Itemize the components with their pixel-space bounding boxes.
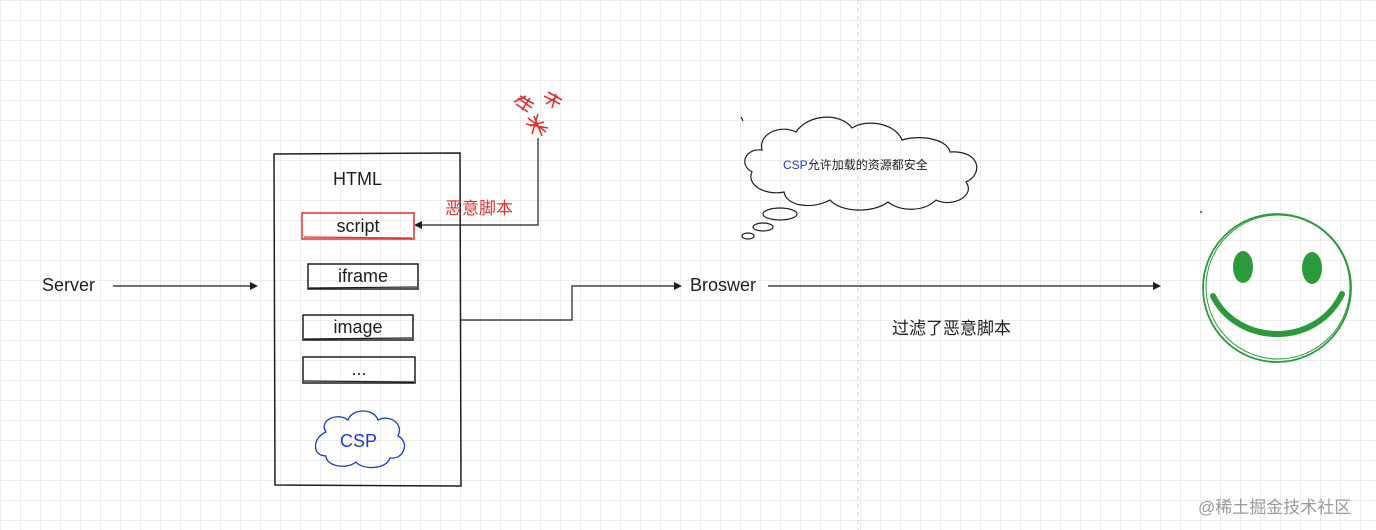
bug-icon bbox=[513, 91, 563, 137]
item-label-more: ... bbox=[351, 358, 367, 379]
item-label-script: script bbox=[336, 215, 380, 236]
item-box-iframe bbox=[307, 263, 419, 290]
browser-label: Broswer bbox=[690, 275, 757, 295]
html-to-browser-arrow-head bbox=[674, 282, 682, 290]
item-box-image bbox=[302, 314, 414, 341]
html-title: HTML bbox=[333, 169, 382, 189]
item-label-iframe: iframe bbox=[337, 266, 388, 286]
server-label: Server bbox=[42, 275, 96, 295]
html-to-browser-arrow bbox=[461, 285, 676, 321]
injection-arrow bbox=[420, 138, 539, 226]
malicious-script-label: 恶意脚本 bbox=[445, 199, 513, 218]
item-box-script bbox=[301, 212, 415, 240]
server-arrow-head bbox=[250, 282, 258, 290]
thought-text: CSP允许加载的资源都安全 bbox=[783, 156, 928, 173]
html-container-box bbox=[273, 152, 462, 487]
smiley-face-icon bbox=[1199, 210, 1352, 363]
injection-arrow-head bbox=[414, 221, 422, 229]
watermark: @稀土掘金技术社区 bbox=[1198, 498, 1352, 517]
csp-cloud-icon bbox=[314, 410, 406, 469]
filtered-label: 过滤了恶意脚本 bbox=[892, 319, 1011, 338]
browser-to-smiley-arrow-head bbox=[1153, 282, 1161, 290]
thought-cloud-icon bbox=[740, 116, 978, 240]
item-box-more bbox=[302, 356, 416, 384]
csp-badge-label: CSP bbox=[340, 431, 378, 451]
thought-text-prefix: CSP bbox=[783, 158, 808, 172]
item-label-image: image bbox=[333, 317, 383, 337]
thought-text-rest: 允许加载的资源都安全 bbox=[807, 158, 928, 172]
